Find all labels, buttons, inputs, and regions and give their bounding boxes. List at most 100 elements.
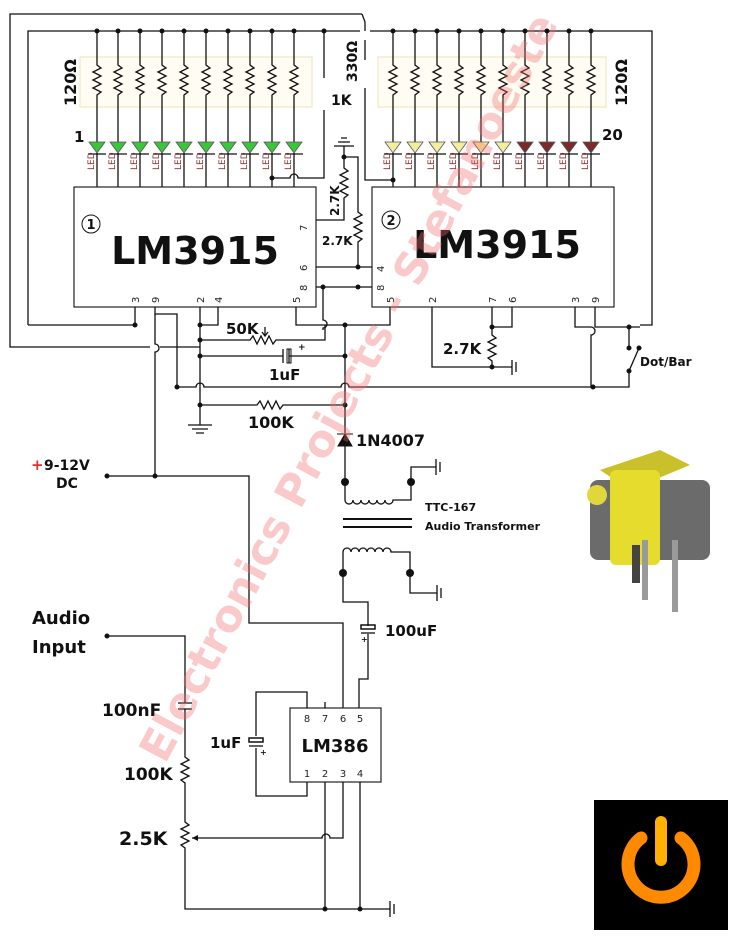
label-120-ohm-right: 120Ω bbox=[612, 59, 631, 106]
led-channel: LED16 bbox=[152, 28, 171, 207]
svg-text:+: + bbox=[361, 635, 368, 644]
led-icon bbox=[88, 141, 106, 154]
led-icon bbox=[538, 141, 556, 154]
transformer-photo bbox=[587, 450, 710, 612]
led-icon bbox=[472, 141, 490, 154]
wire-dotbar bbox=[574, 307, 640, 388]
led-label: LED bbox=[493, 152, 503, 170]
chip2-pin-5: 5 bbox=[386, 297, 397, 303]
wire-transformer bbox=[342, 446, 437, 708]
chip-1-label: LM3915 bbox=[111, 229, 279, 273]
chip1-pin-9: 9 bbox=[151, 297, 162, 303]
chip-2-number: 2 bbox=[386, 214, 395, 229]
chip2-pin-4: 4 bbox=[376, 266, 387, 272]
dot-bar-switch[interactable] bbox=[626, 345, 642, 374]
lm386-pin-6: 6 bbox=[340, 714, 346, 725]
resistor-120-ohm bbox=[475, 31, 487, 142]
led-icon bbox=[516, 141, 534, 154]
label-supply: 9-12V bbox=[44, 458, 90, 474]
resistor-120-ohm bbox=[244, 31, 256, 142]
chip-2-number-circle bbox=[381, 210, 401, 230]
led-icon bbox=[384, 141, 402, 154]
led-channel: LED18 bbox=[108, 28, 127, 207]
label-audio-input-1: Audio bbox=[32, 608, 90, 629]
led-label: LED bbox=[559, 152, 569, 170]
chip-1-number-circle bbox=[81, 214, 101, 234]
lm386-pin-1: 1 bbox=[304, 769, 310, 780]
label-1uf-lm386: 1uF bbox=[210, 734, 241, 752]
label-audio-input-2: Input bbox=[32, 637, 86, 658]
resistor-120-ohm bbox=[91, 31, 103, 142]
chip1-pin-2: 2 bbox=[196, 297, 207, 303]
led-channel: LED13 bbox=[218, 28, 237, 207]
led-channel: LED10 bbox=[581, 28, 600, 207]
led-channel: LED11 bbox=[559, 28, 578, 207]
cap-1uf bbox=[200, 349, 345, 363]
label-2.7k-a: 2.7K bbox=[328, 185, 342, 216]
wire-1k bbox=[272, 31, 325, 179]
label-2.7k-b: 2.7K bbox=[322, 234, 353, 248]
ground-icon bbox=[436, 585, 442, 601]
resistor-array-1 bbox=[79, 56, 313, 108]
chip-lm386 bbox=[289, 707, 382, 783]
resistor-120-ohm bbox=[431, 31, 443, 142]
wire-lm386 bbox=[192, 691, 361, 909]
led-icon bbox=[131, 141, 149, 154]
led-label: LED bbox=[152, 152, 162, 170]
label-100k: 100K bbox=[248, 413, 294, 432]
ground-icon bbox=[389, 901, 395, 917]
label-2.5k: 2.5K bbox=[119, 828, 169, 850]
resistor-120-ohm bbox=[112, 31, 124, 142]
led-icon bbox=[263, 141, 281, 154]
led-label: LED bbox=[196, 152, 206, 170]
resistor-120-ohm bbox=[178, 31, 190, 142]
cap-1uf-lm386: + bbox=[248, 737, 267, 757]
ground-icon bbox=[188, 424, 212, 434]
led-icon bbox=[494, 141, 512, 154]
led-label: LED bbox=[427, 152, 437, 170]
led-label: LED bbox=[262, 152, 272, 170]
led-label: LED bbox=[87, 152, 97, 170]
lm386-pin-3: 3 bbox=[340, 769, 346, 780]
chip2-pin-3: 3 bbox=[571, 297, 582, 303]
led-icon bbox=[109, 141, 127, 154]
label-2.7k-c: 2.7K bbox=[443, 340, 483, 358]
power-icon bbox=[594, 800, 728, 930]
led-channel: LED10 bbox=[284, 28, 303, 207]
label-transformer-model: TTC-167 bbox=[425, 501, 476, 514]
resistor-120-ohm bbox=[156, 31, 168, 142]
led-icon bbox=[153, 141, 171, 154]
led-icon bbox=[582, 141, 600, 154]
chip1-pin-4: 4 bbox=[214, 297, 225, 303]
wire-chip2-bottom bbox=[431, 307, 517, 375]
wire-ref bbox=[316, 156, 372, 268]
led-label: LED bbox=[471, 152, 481, 170]
led-label: LED bbox=[130, 152, 140, 170]
chip1-pin-6: 6 bbox=[299, 265, 310, 271]
led-icon bbox=[406, 141, 424, 154]
led-icon bbox=[197, 141, 215, 154]
led-label: LED bbox=[284, 152, 294, 170]
led-label: LED bbox=[581, 152, 591, 170]
chip2-pin-7: 7 bbox=[488, 297, 499, 303]
led-icon bbox=[428, 141, 446, 154]
led-channel: LED15 bbox=[174, 28, 193, 207]
ground-icon bbox=[334, 137, 354, 157]
chip1-pin-3: 3 bbox=[131, 297, 142, 303]
resistor-120-ohm bbox=[288, 31, 300, 142]
label-120-ohm-left: 120Ω bbox=[61, 59, 80, 106]
lm386-pin-2: 2 bbox=[322, 769, 328, 780]
lm386-pin-4: 4 bbox=[357, 769, 363, 780]
resistor-120-ohm bbox=[266, 31, 278, 142]
label-1k: 1K bbox=[331, 93, 353, 109]
resistor-120-ohm bbox=[222, 31, 234, 142]
wire-supply bbox=[107, 314, 344, 708]
resistor-120-ohm bbox=[563, 31, 575, 142]
chip-1-number: 1 bbox=[86, 218, 95, 233]
resistor-100k bbox=[200, 399, 345, 411]
wire-330-feed bbox=[361, 13, 393, 181]
